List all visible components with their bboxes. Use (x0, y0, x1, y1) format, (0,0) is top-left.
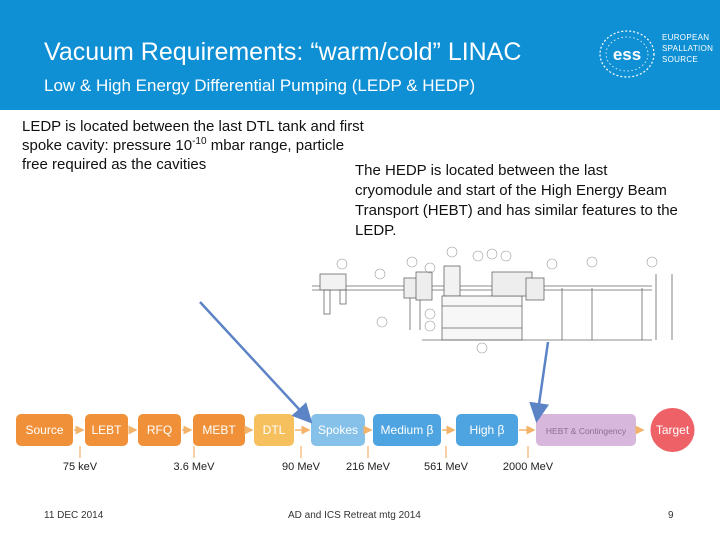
energy-label: 2000 MeV (503, 461, 554, 473)
pumping-station-drawing (312, 246, 673, 354)
linac-section-0 (16, 414, 73, 446)
linac-section-label: Spokes (318, 423, 358, 437)
ess-logo-mark: ess (599, 30, 655, 78)
energy-label: 90 MeV (282, 461, 321, 473)
hedp-line-rest: cryomodule and start of the High Energy … (355, 182, 678, 239)
slide-header: Vacuum Requirements: “warm/cold” LINAC L… (0, 0, 720, 110)
hedp-description: The HEDP is located between the last cryo… (355, 161, 705, 241)
hedp-line-1: The HEDP is located between the last (355, 162, 608, 179)
energy-label: 3.6 MeV (174, 461, 216, 473)
ledp-text-suffix: mbar range, particle free required as th… (22, 137, 345, 173)
slide-title: Vacuum Requirements: “warm/cold” LINAC (44, 38, 522, 66)
footer-page-number: 9 (668, 510, 674, 521)
linac-section-9 (650, 408, 695, 452)
logo-line-1: EUROPEAN (662, 33, 710, 42)
linac-section-3 (193, 414, 245, 446)
linac-section-6 (373, 414, 441, 446)
ledp-description: LEDP is located between the last DTL tan… (22, 117, 367, 174)
linac-section-label: DTL (263, 423, 286, 437)
linac-section-2 (138, 414, 181, 446)
energy-label: 561 MeV (424, 461, 469, 473)
linac-section-7 (456, 414, 518, 446)
linac-section-4 (254, 414, 294, 446)
linac-section-label: LEBT (91, 423, 122, 437)
linac-section-label: Medium β (381, 423, 434, 437)
linac-section-5 (311, 414, 365, 446)
slide-subtitle: Low & High Energy Differential Pumping (… (44, 76, 476, 95)
linac-section-label: Source (25, 423, 63, 437)
linac-section-label: Target (656, 423, 690, 437)
linac-section-label: MEBT (202, 423, 236, 437)
energy-label: 216 MeV (346, 461, 391, 473)
ledp-exponent: -10 (192, 136, 207, 147)
footer-date: 11 DEC 2014 (44, 510, 104, 521)
logo-text: EUROPEAN SPALLATION SOURCE (662, 32, 713, 65)
logo-line-2: SPALLATION (662, 44, 714, 53)
logo-mark-text: ess (613, 45, 641, 64)
linac-section-label: HEBT & Contingency (546, 426, 627, 436)
linac-section-8 (536, 414, 636, 446)
logo-line-3: SOURCE (662, 55, 699, 64)
ess-logo: ess EUROPEAN SPALLATION SOURCE (596, 26, 716, 82)
ledp-text-prefix: LEDP is located between the last DTL tan… (22, 118, 364, 154)
energy-label: 75 keV (63, 461, 98, 473)
linac-section-1 (85, 414, 128, 446)
linac-section-label: High β (470, 423, 505, 437)
footer-event: AD and ICS Retreat mtg 2014 (288, 510, 421, 521)
linac-section-label: RFQ (147, 423, 172, 437)
